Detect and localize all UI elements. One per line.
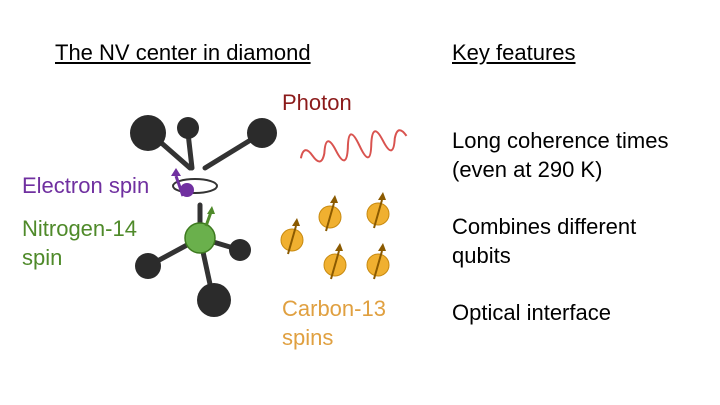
feature-line: qubits bbox=[452, 243, 511, 268]
lattice-atom bbox=[177, 117, 199, 139]
electron-spin-label: Electron spin bbox=[22, 173, 150, 198]
carbon-label-line1: Carbon-13 bbox=[282, 296, 386, 321]
nitrogen-label-line2: spin bbox=[22, 245, 63, 270]
feature-line: (even at 290 K) bbox=[452, 157, 603, 182]
electron-spin-icon bbox=[171, 168, 218, 197]
feature-item: Combines different qubits bbox=[452, 212, 636, 270]
carbon-13-spins bbox=[280, 192, 390, 280]
lattice-atom bbox=[247, 118, 277, 148]
carbon-spin-icon bbox=[366, 243, 390, 280]
carbon-spins-label: Carbon-13 spins bbox=[282, 294, 386, 352]
carbon-spin-icon bbox=[323, 243, 347, 280]
lattice-atom bbox=[229, 239, 251, 261]
features-title: Key features bbox=[452, 40, 576, 65]
feature-item: Optical interface bbox=[452, 298, 611, 327]
carbon-spin-icon bbox=[280, 218, 304, 255]
carbon-spin-icon bbox=[366, 192, 390, 229]
nitrogen-spin-label: Nitrogen-14 spin bbox=[22, 214, 137, 272]
feature-line: Long coherence times bbox=[452, 128, 669, 153]
lattice-atom bbox=[197, 283, 231, 317]
nitrogen-spin-icon bbox=[184, 206, 216, 254]
lattice-atoms bbox=[130, 115, 277, 317]
photon-label: Photon bbox=[282, 90, 352, 115]
lattice-atom bbox=[135, 253, 161, 279]
carbon-spin-icon bbox=[318, 195, 342, 232]
photon-wave-icon bbox=[299, 129, 408, 163]
carbon-label-line2: spins bbox=[282, 325, 334, 350]
lattice-atom bbox=[130, 115, 166, 151]
feature-line: Optical interface bbox=[452, 300, 611, 325]
lattice-bonds bbox=[147, 130, 265, 301]
diagram-title: The NV center in diamond bbox=[55, 40, 311, 65]
feature-item: Long coherence times (even at 290 K) bbox=[452, 126, 668, 184]
feature-line: Combines different bbox=[452, 214, 637, 239]
nitrogen-label-line1: Nitrogen-14 bbox=[22, 216, 137, 241]
